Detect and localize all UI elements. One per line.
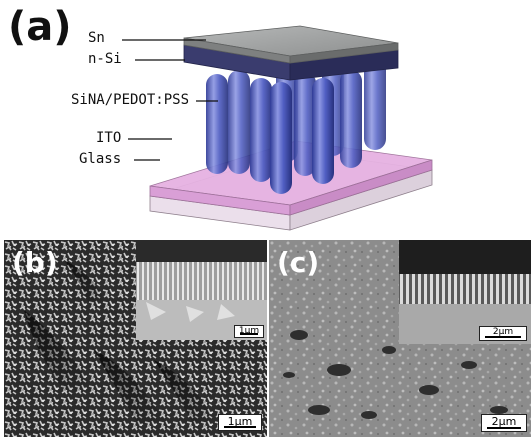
inset-c-cross-section [399, 240, 531, 344]
panel-a: (a) [8, 4, 433, 231]
main-b-scale-label: 1μm [227, 415, 253, 428]
label-n-si: n-Si [88, 51, 122, 67]
main-c-scale-label: 2μm [491, 415, 517, 428]
inset-c-scale-bar: 2μm [479, 326, 527, 341]
panel-c-label: (c) [277, 246, 320, 279]
leader-lines [122, 39, 218, 161]
inset-b-scale-label: 1μm [238, 326, 260, 336]
inset-c-scale-line [485, 336, 521, 338]
panel-b: 1μm (b) 1μm [4, 240, 267, 437]
panel-b-inset: 1μm [136, 240, 267, 340]
inset-c-scale-label: 2μm [492, 327, 514, 337]
panel-b-label: (b) [12, 246, 58, 279]
panel-a-label: (a) [8, 4, 72, 50]
panel-c-inset: 2μm [399, 240, 531, 344]
inset-b-scale-line [240, 333, 258, 335]
label-glass: Glass [79, 151, 122, 167]
label-ito: ITO [96, 130, 122, 146]
main-c-scale-bar: 2μm [481, 414, 527, 432]
nanowire-array [206, 58, 386, 194]
label-sina-pedot-pss: SiNA/PEDOT:PSS [71, 92, 190, 108]
sn-top-layer [183, 25, 399, 64]
device-schematic [122, 25, 433, 231]
main-b-scale-bar: 1μm [218, 414, 262, 431]
main-c-scale-line [487, 427, 521, 429]
inset-b-scale-bar: 1μm [234, 325, 264, 338]
panel-c: 2μm (c) 2μm [269, 240, 531, 437]
label-sn: Sn [88, 30, 105, 46]
main-b-scale-line [224, 426, 256, 428]
